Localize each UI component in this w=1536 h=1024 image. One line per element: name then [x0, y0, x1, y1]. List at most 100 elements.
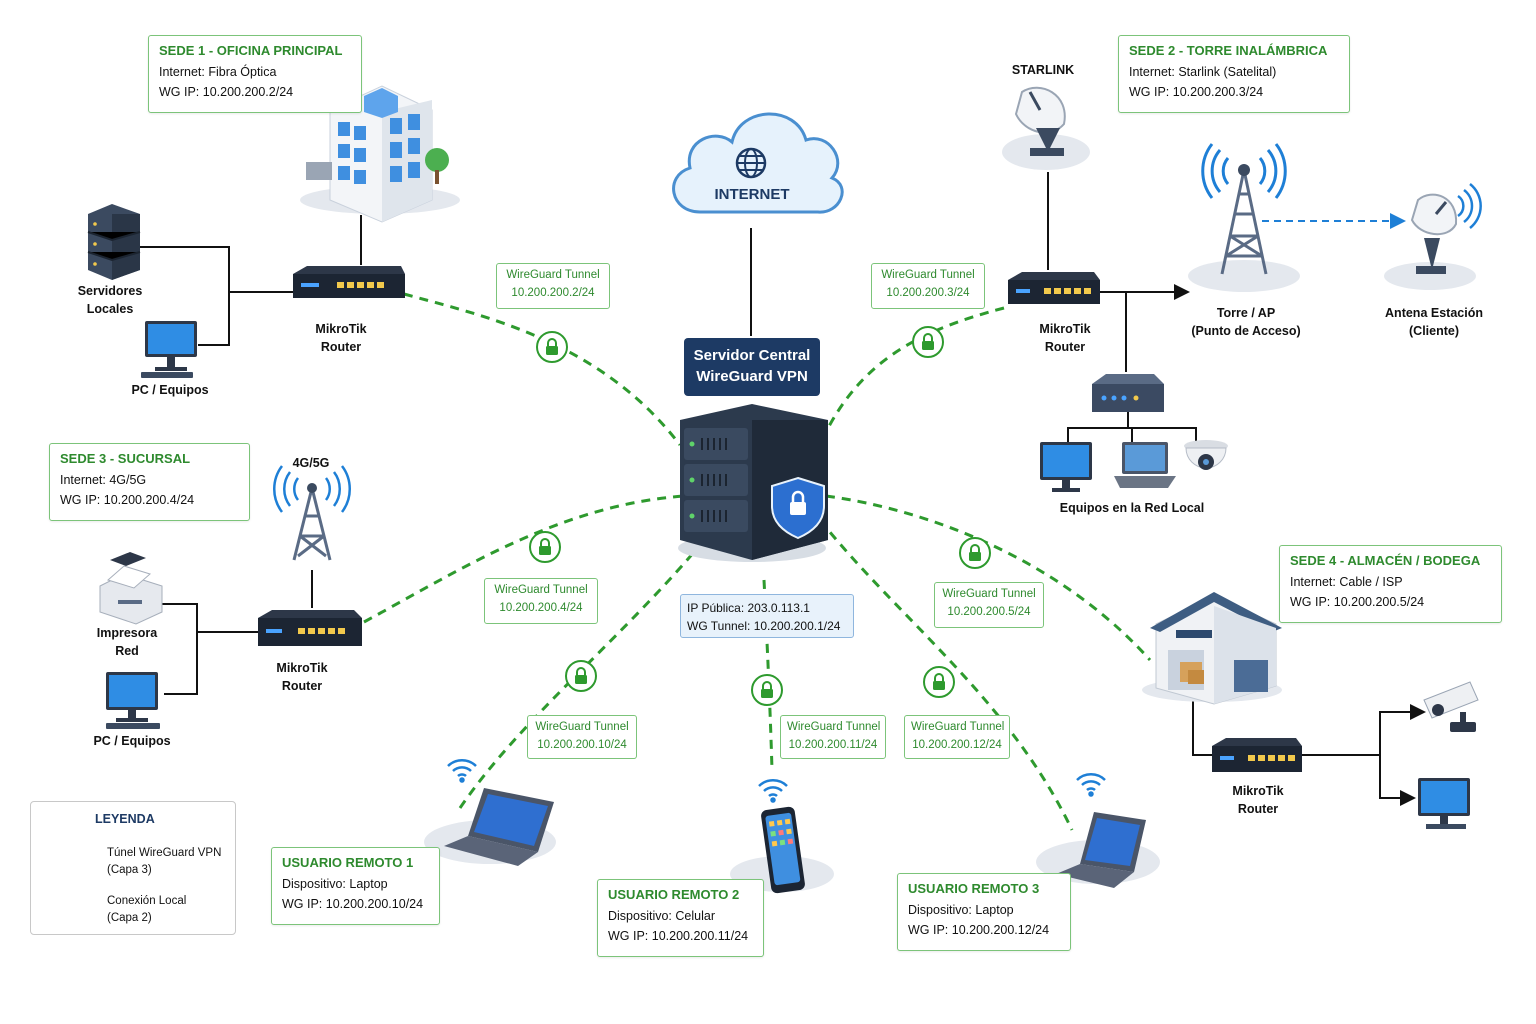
tunnel-lock-icons	[529, 326, 991, 706]
tunnel-ip: 10.200.200.12/24	[912, 739, 1002, 751]
tunnel-ip: 10.200.200.5/24	[947, 606, 1031, 618]
router-icons	[258, 266, 1302, 772]
legend-local-line2: (Capa 2)	[107, 912, 152, 924]
tunnel-label-remote3: WireGuard Tunnel 10.200.200.12/24	[904, 715, 1010, 759]
router-label-line2: Router	[320, 340, 362, 354]
site-2-box: SEDE 2 - TORRE INALÁMBRICA Internet: Sta…	[1118, 35, 1350, 113]
central-server-icon	[678, 404, 828, 562]
site-internet: Internet: Fibra Óptica	[159, 65, 277, 79]
remote-title: USUARIO REMOTO 3	[908, 881, 1040, 896]
wg-tunnel-text: WG Tunnel: 10.200.200.1/24	[687, 619, 841, 633]
tower-label-line1: Torre / AP	[1216, 306, 1276, 320]
cell-label: 4G/5G	[292, 456, 330, 470]
site-internet: Internet: Cable / ISP	[1290, 575, 1403, 589]
printer-label-line2: Red	[115, 644, 139, 658]
public-ip-text: IP Pública: 203.0.113.1	[687, 601, 810, 615]
tower-label-line2: (Punto de Acceso)	[1191, 324, 1301, 338]
central-title-line2: WireGuard VPN	[696, 368, 808, 385]
legend-title: LEYENDA	[95, 812, 155, 826]
legend-local-text: Conexión Local (Capa 2)	[107, 893, 186, 927]
tunnel-label-remote2: WireGuard Tunnel 10.200.200.11/24	[780, 715, 886, 759]
bullet-camera-icon	[1423, 681, 1479, 732]
station-antenna-icon	[1384, 183, 1482, 290]
legend-vpn-line1: Túnel WireGuard VPN	[107, 847, 222, 859]
local-servers-icon	[87, 204, 141, 280]
tunnel-ip: 10.200.200.3/24	[886, 287, 970, 299]
tunnel-name: WireGuard Tunnel	[881, 269, 975, 281]
remote-laptop-1-icon	[424, 788, 556, 866]
tunnel-label-sede3: WireGuard Tunnel 10.200.200.4/24	[484, 578, 598, 624]
router-label-line1: MikroTik	[315, 322, 367, 336]
router-label-sede1: MikroTik Router	[291, 320, 391, 356]
tunnel-name: WireGuard Tunnel	[911, 721, 1005, 733]
tunnel-name: WireGuard Tunnel	[535, 721, 629, 733]
tunnel-label-sede2: WireGuard Tunnel 10.200.200.3/24	[871, 263, 985, 309]
internet-label: INTERNET	[714, 186, 790, 203]
remote-phone-icon	[730, 806, 834, 894]
warehouse-icon	[1142, 592, 1282, 705]
central-ip-box: IP Pública: 203.0.113.1 WG Tunnel: 10.20…	[680, 594, 854, 638]
pc-label-sede3: PC / Equipos	[93, 734, 171, 748]
tunnel-ip: 10.200.200.4/24	[499, 602, 583, 614]
local-connections	[140, 172, 1426, 806]
site-1-box: SEDE 1 - OFICINA PRINCIPAL Internet: Fib…	[148, 35, 362, 113]
remote-wg-ip: WG IP: 10.200.200.10/24	[282, 897, 424, 911]
router-label-line1: MikroTik	[276, 661, 328, 675]
remote-device: Dispositivo: Laptop	[282, 877, 388, 891]
starlink-dish-icon	[1002, 86, 1090, 170]
tunnel-name: WireGuard Tunnel	[787, 721, 881, 733]
site-title: SEDE 4 - ALMACÉN / BODEGA	[1290, 553, 1481, 568]
tunnel-name: WireGuard Tunnel	[942, 588, 1036, 600]
servers-label: Servidores Locales	[60, 282, 160, 318]
network-printer-icon	[99, 552, 163, 625]
tower-ap-icon	[1188, 143, 1300, 292]
antenna-label-line2: (Cliente)	[1409, 324, 1459, 338]
remote-user-1-box: USUARIO REMOTO 1 Dispositivo: Laptop WG …	[271, 847, 440, 925]
remote-device: Dispositivo: Laptop	[908, 903, 1014, 917]
remote-user-2-box: USUARIO REMOTO 2 Dispositivo: Celular WG…	[597, 879, 764, 957]
starlink-label: STARLINK	[1011, 63, 1075, 77]
printer-label: Impresora Red	[80, 624, 174, 660]
site-3-box: SEDE 3 - SUCURSAL Internet: 4G/5G WG IP:…	[49, 443, 250, 521]
tunnel-ip: 10.200.200.10/24	[537, 739, 627, 751]
remote-wg-ip: WG IP: 10.200.200.11/24	[608, 929, 749, 943]
remote-wg-ip: WG IP: 10.200.200.12/24	[908, 923, 1050, 937]
site-wg-ip: WG IP: 10.200.200.2/24	[159, 85, 294, 99]
pc-monitor-icons	[106, 321, 1470, 829]
local-laptop-icon	[1114, 442, 1176, 488]
site-wg-ip: WG IP: 10.200.200.3/24	[1129, 85, 1264, 99]
remote-title: USUARIO REMOTO 2	[608, 887, 740, 902]
site-title: SEDE 1 - OFICINA PRINCIPAL	[159, 43, 343, 58]
site-title: SEDE 3 - SUCURSAL	[60, 451, 191, 466]
tunnel-name: WireGuard Tunnel	[506, 269, 600, 281]
tunnel-name: WireGuard Tunnel	[494, 584, 588, 596]
tunnel-label-remote1: WireGuard Tunnel 10.200.200.10/24	[527, 715, 637, 759]
tunnel-label-sede4: WireGuard Tunnel 10.200.200.5/24	[934, 582, 1044, 628]
legend-vpn-line2: (Capa 3)	[107, 864, 152, 876]
tower-label: Torre / AP (Punto de Acceso)	[1180, 304, 1312, 340]
site-wg-ip: WG IP: 10.200.200.5/24	[1290, 595, 1425, 609]
router-label-line2: Router	[1044, 340, 1086, 354]
antenna-label-line1: Antena Estación	[1385, 306, 1483, 320]
remote-user-3-box: USUARIO REMOTO 3 Dispositivo: Laptop WG …	[897, 873, 1071, 951]
router-label-sede4: MikroTik Router	[1208, 782, 1308, 818]
remote-device: Dispositivo: Celular	[608, 909, 715, 923]
site-internet: Internet: 4G/5G	[60, 473, 147, 487]
router-label-line2: Router	[281, 679, 323, 693]
site-wg-ip: WG IP: 10.200.200.4/24	[60, 493, 195, 507]
router-label-sede2: MikroTik Router	[1015, 320, 1115, 356]
antenna-label: Antena Estación (Cliente)	[1374, 304, 1494, 340]
legend-vpn-text: Túnel WireGuard VPN (Capa 3)	[107, 845, 221, 879]
tunnel-ip: 10.200.200.11/24	[788, 739, 878, 751]
tunnel-ip: 10.200.200.2/24	[511, 287, 595, 299]
legend: LEYENDA Túnel WireGuard VPN (Capa 3) Con…	[30, 801, 236, 935]
dome-camera-icon	[1184, 440, 1228, 470]
router-label-sede3: MikroTik Router	[252, 659, 352, 695]
site-title: SEDE 2 - TORRE INALÁMBRICA	[1129, 43, 1328, 58]
router-label-line2: Router	[1237, 802, 1279, 816]
wifi-icons	[447, 759, 1106, 803]
pc-label-sede1: PC / Equipos	[131, 383, 209, 397]
central-title-line1: Servidor Central	[693, 347, 811, 364]
